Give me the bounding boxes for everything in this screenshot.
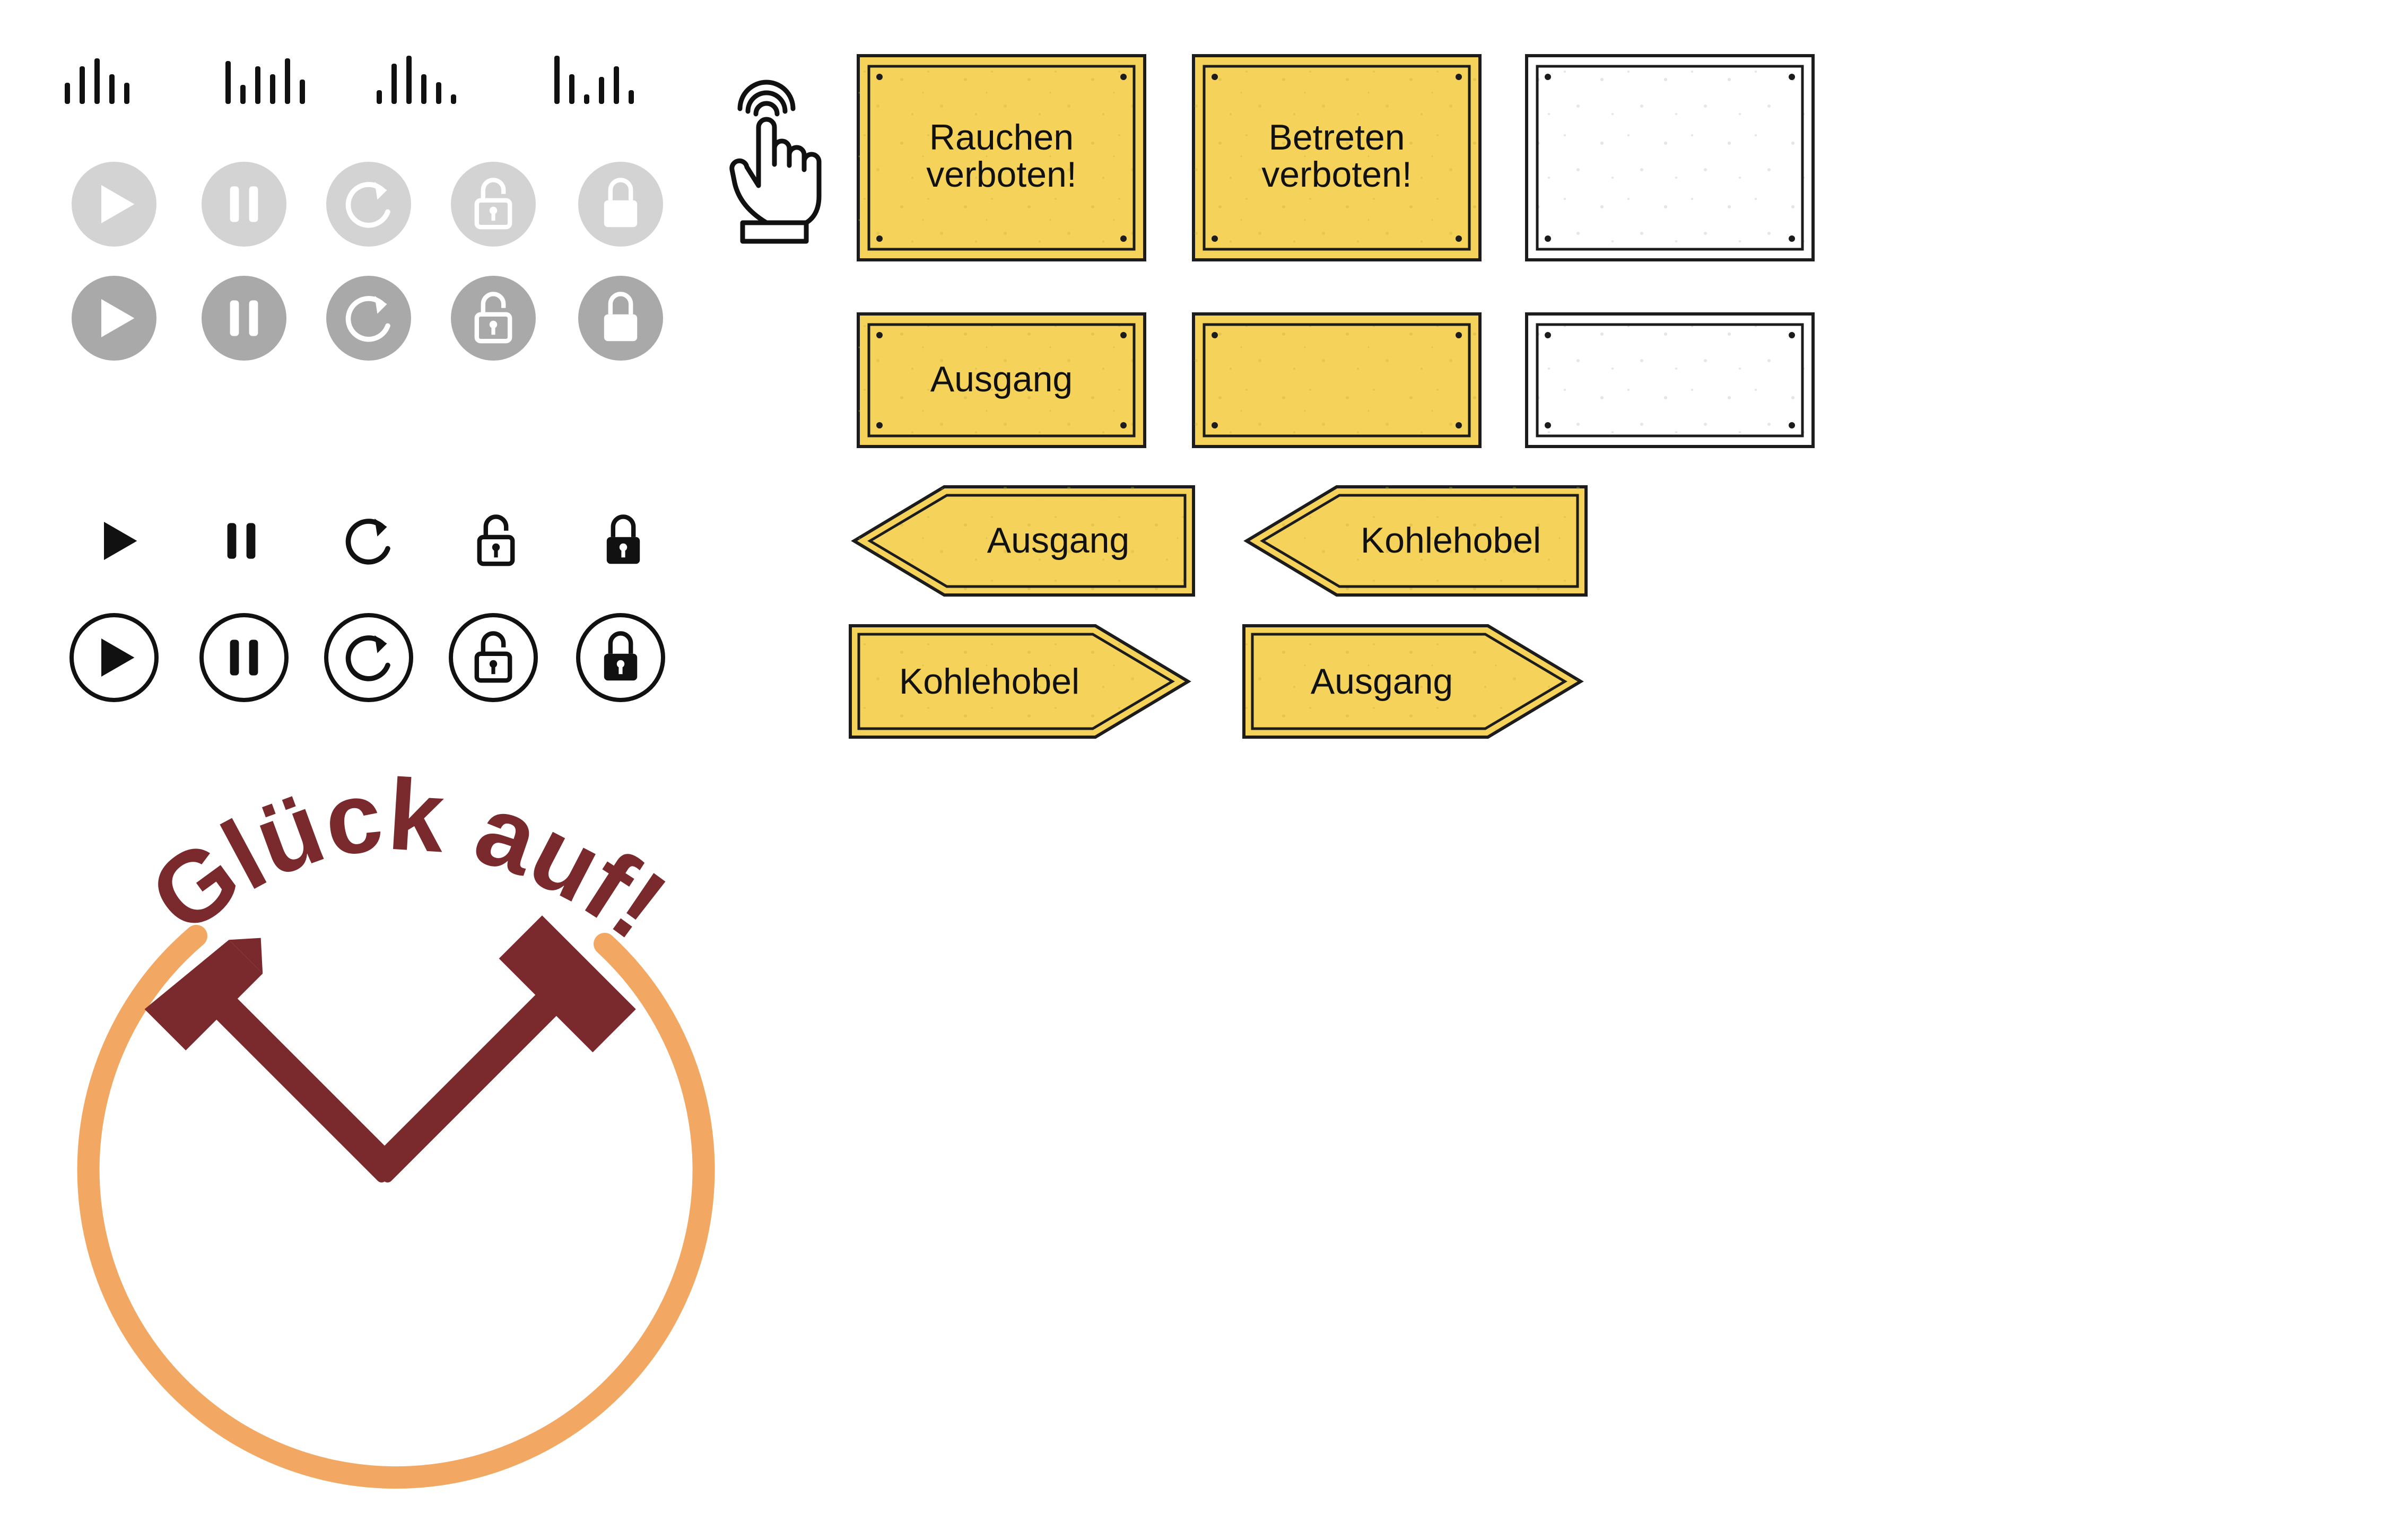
unlock-button-light[interactable] bbox=[451, 162, 536, 247]
reload-icon[interactable] bbox=[348, 519, 388, 562]
lock-icon[interactable] bbox=[607, 517, 640, 564]
sound-bars-icon-4 bbox=[554, 56, 634, 104]
crossed-hammers-icon bbox=[144, 915, 636, 1183]
reload-button-light[interactable] bbox=[326, 162, 411, 247]
arrow-sign-right-ausgang: Ausgang bbox=[1242, 624, 1584, 739]
arrow-sign-text: Kohlehobel bbox=[1361, 520, 1541, 561]
unlock-button-outlined[interactable] bbox=[449, 613, 538, 702]
arrow-sign-text: Ausgang bbox=[1311, 661, 1453, 702]
sign-text-line2: verboten! bbox=[1261, 154, 1412, 195]
pause-icon[interactable] bbox=[227, 523, 256, 559]
sign-text-line2: verboten! bbox=[926, 154, 1077, 195]
sign-text: Ausgang bbox=[930, 359, 1073, 399]
sound-bars-icon-1 bbox=[65, 58, 129, 104]
sign-betreten-verboten: Betreten verboten! bbox=[1192, 54, 1482, 261]
logo-text: Glück auf! bbox=[130, 758, 686, 961]
lock-button-dark[interactable] bbox=[578, 276, 663, 361]
hand-tap-icon bbox=[729, 80, 822, 244]
sign-rauchen-verboten: Rauchen verboten! bbox=[857, 54, 1146, 261]
play-button-light[interactable] bbox=[72, 162, 156, 247]
arrow-sign-text: Kohlehobel bbox=[899, 661, 1079, 702]
logo-ring bbox=[77, 925, 715, 1489]
arrow-sign-text: Ausgang bbox=[987, 520, 1129, 561]
arrow-sign-left-ausgang: Ausgang bbox=[851, 485, 1195, 597]
unlock-icon[interactable] bbox=[480, 517, 512, 564]
lock-button-outlined[interactable] bbox=[576, 613, 665, 702]
lock-button-light[interactable] bbox=[578, 162, 663, 247]
reload-button-outlined[interactable] bbox=[324, 613, 413, 702]
unlock-button-dark[interactable] bbox=[451, 276, 536, 361]
reload-button-dark[interactable] bbox=[326, 276, 411, 361]
pause-button-light[interactable] bbox=[202, 162, 286, 247]
pause-button-outlined[interactable] bbox=[199, 613, 289, 702]
sound-bars-icon-2 bbox=[225, 58, 305, 104]
sign-text-line1: Betreten bbox=[1268, 117, 1405, 158]
sign-blank-white-large bbox=[1525, 54, 1815, 261]
sign-text-line1: Rauchen bbox=[929, 117, 1074, 158]
sign-blank-yellow bbox=[1192, 312, 1482, 448]
sign-blank-white-small bbox=[1525, 312, 1815, 448]
arrow-sign-right-kohlehobel: Kohlehobel bbox=[849, 624, 1191, 739]
pause-button-dark[interactable] bbox=[202, 276, 286, 361]
arrow-sign-left-kohlehobel: Kohlehobel bbox=[1243, 485, 1588, 597]
sign-ausgang: Ausgang bbox=[857, 312, 1146, 448]
sound-bars-icon-3 bbox=[377, 56, 456, 104]
glueck-auf-logo: Glück auf! bbox=[77, 758, 715, 1489]
play-button-dark[interactable] bbox=[72, 276, 156, 361]
play-icon[interactable] bbox=[104, 522, 137, 560]
play-button-outlined[interactable] bbox=[69, 613, 159, 702]
